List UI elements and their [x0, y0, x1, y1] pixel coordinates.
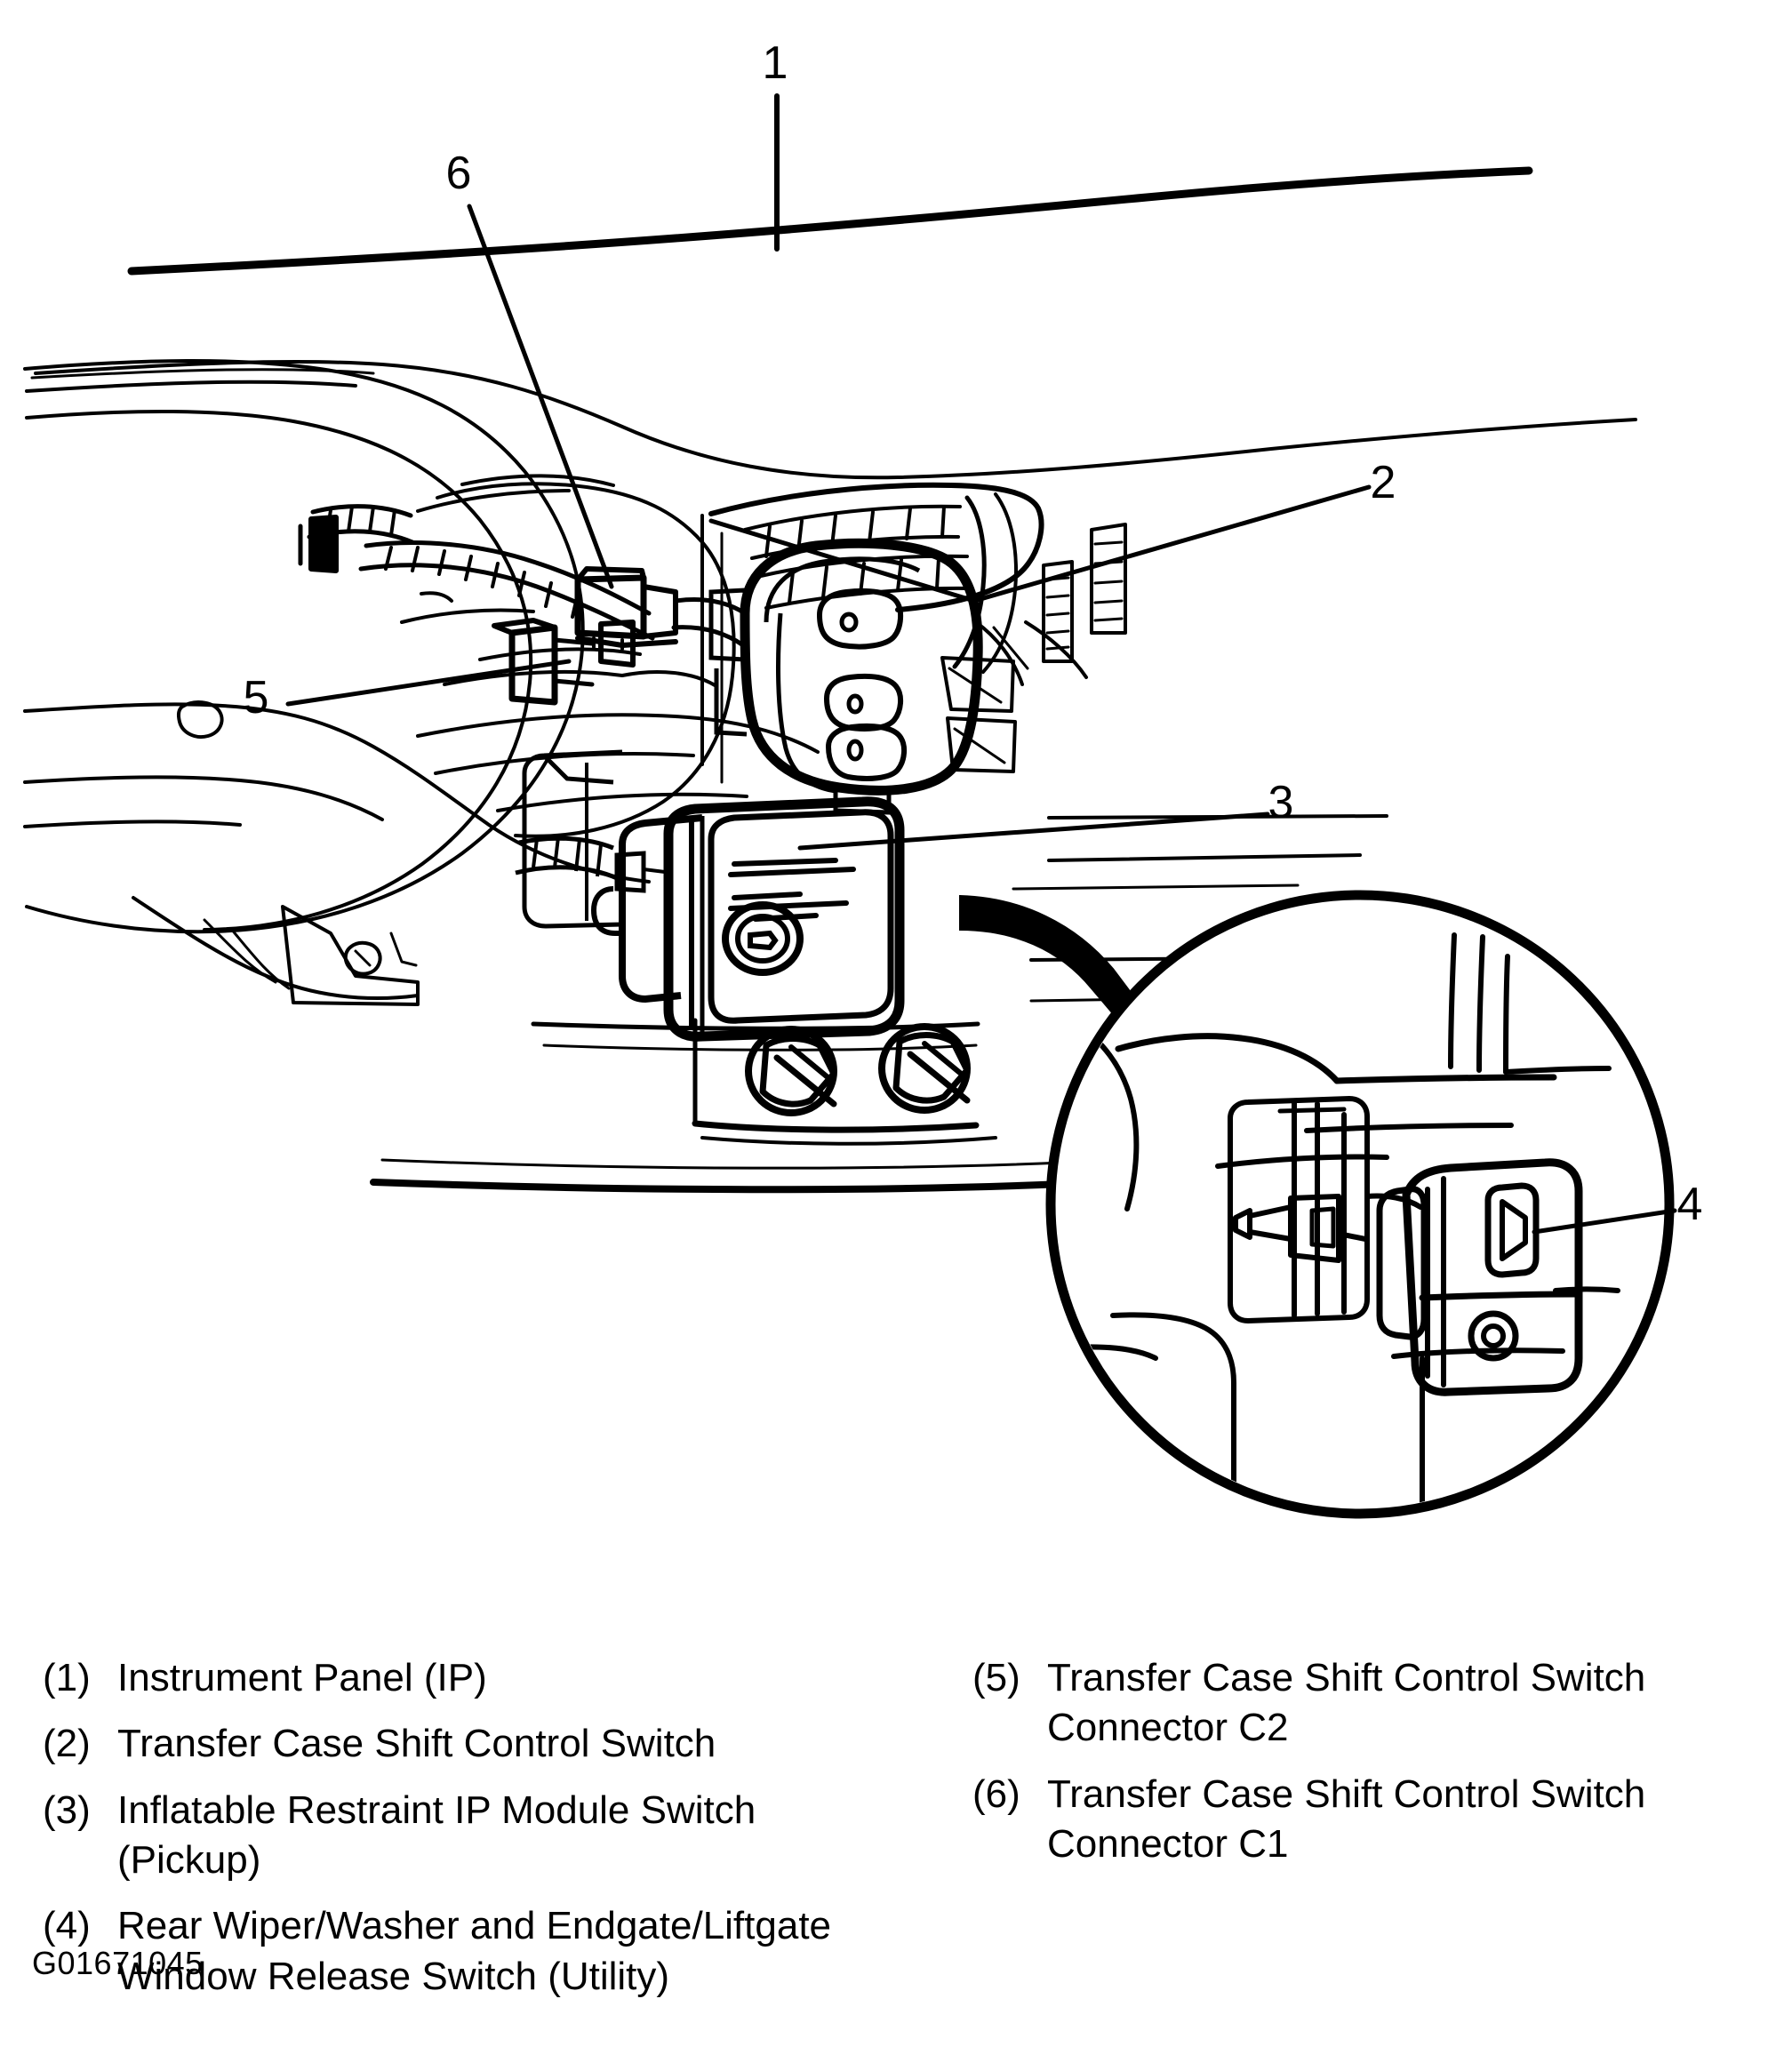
- legend-text-3: Inflatable Restraint IP Module Switch (P…: [117, 1787, 756, 1882]
- legend-column-right: (5) Transfer Case Shift Control Switch C…: [896, 1653, 1792, 1885]
- callout-number-2: 2: [1371, 457, 1396, 508]
- legend-item-3: (3) Inflatable Restraint IP Module Switc…: [43, 1786, 896, 1886]
- legend-text-2: Transfer Case Shift Control Switch: [117, 1722, 716, 1766]
- callout-number-3: 3: [1268, 777, 1294, 828]
- leader-line-3: [797, 812, 1270, 851]
- rear-washer-icon: [1468, 1310, 1519, 1362]
- transfer-case-switch-button-top[interactable]: [816, 588, 903, 650]
- callout-number-4: 4: [1677, 1179, 1703, 1230]
- callout-numbers: 1 2 3 4 5 6: [244, 37, 1703, 1230]
- hvac-knob-right[interactable]: [878, 1023, 971, 1114]
- rear-wiper-washer-endgate-liftgate-window-release-switch[interactable]: [1376, 1158, 1583, 1396]
- legend-item-2: (2) Transfer Case Shift Control Switch: [43, 1719, 896, 1769]
- hvac-control-knobs[interactable]: [692, 1018, 997, 1146]
- legend-item-1: (1) Instrument Panel (IP): [43, 1653, 896, 1703]
- instrument-panel-line-drawing: 1 2 3 4 5 6: [23, 37, 1703, 1519]
- legend-key-5: (5): [972, 1656, 1020, 1699]
- legend-key-3: (3): [43, 1787, 91, 1832]
- airbag-indicator-icon: [722, 901, 804, 976]
- transfer-case-shift-control-switch[interactable]: [708, 538, 983, 815]
- transfer-case-shift-control-switch-connector-c1[interactable]: [574, 566, 678, 651]
- dash-air-vent-louvers: [708, 482, 1127, 773]
- leader-line-4: [1532, 1208, 1677, 1235]
- legend-text-1: Instrument Panel (IP): [117, 1656, 487, 1699]
- leader-line-5: [285, 659, 572, 707]
- transfer-case-switch-button-bottom[interactable]: [825, 723, 907, 781]
- legend-key-2: (2): [43, 1722, 91, 1766]
- detail-switch-connector[interactable]: [1228, 1096, 1423, 1323]
- legend-item-5: (5) Transfer Case Shift Control Switch C…: [972, 1653, 1792, 1754]
- legend: (1) Instrument Panel (IP) (2) Transfer C…: [0, 1653, 1792, 2018]
- leader-line-6: [467, 204, 614, 589]
- switch-connector-harness-group: [298, 504, 820, 812]
- legend-key-4: (4): [43, 1904, 91, 1948]
- legend-text-5: Transfer Case Shift Control Switch Conne…: [1047, 1656, 1646, 1750]
- legend-item-4: (4) Rear Wiper/Washer and Endgate/Liftga…: [43, 1901, 896, 2002]
- legend-key-6: (6): [972, 1771, 1020, 1816]
- callout-number-5: 5: [244, 672, 269, 724]
- transfer-case-shift-control-switch-connector-c2[interactable]: [492, 618, 636, 706]
- legend-text-4: Rear Wiper/Washer and Endgate/Liftgate W…: [117, 1904, 832, 1998]
- ip-upper-contours: [25, 166, 1637, 480]
- endgate-window-release-icon: [1484, 1182, 1540, 1278]
- detail-circle-inset: [1045, 890, 1675, 1519]
- leader-lines: [285, 93, 1677, 1235]
- leader-line-2: [708, 484, 1372, 604]
- legend-key-1: (1): [43, 1656, 91, 1699]
- legend-text-6: Transfer Case Shift Control Switch Conne…: [1047, 1771, 1646, 1866]
- figure-id-label: G01671045: [32, 1945, 204, 1981]
- legend-column-left: (1) Instrument Panel (IP) (2) Transfer C…: [0, 1653, 896, 2018]
- hvac-knob-left[interactable]: [745, 1026, 837, 1116]
- transfer-case-switch-button-middle[interactable]: [823, 673, 903, 732]
- callout-number-1: 1: [763, 37, 788, 89]
- callout-number-6: 6: [446, 148, 472, 199]
- inflatable-restraint-ip-module-switch[interactable]: [515, 749, 905, 1042]
- legend-item-6: (6) Transfer Case Shift Control Switch C…: [972, 1770, 1792, 1870]
